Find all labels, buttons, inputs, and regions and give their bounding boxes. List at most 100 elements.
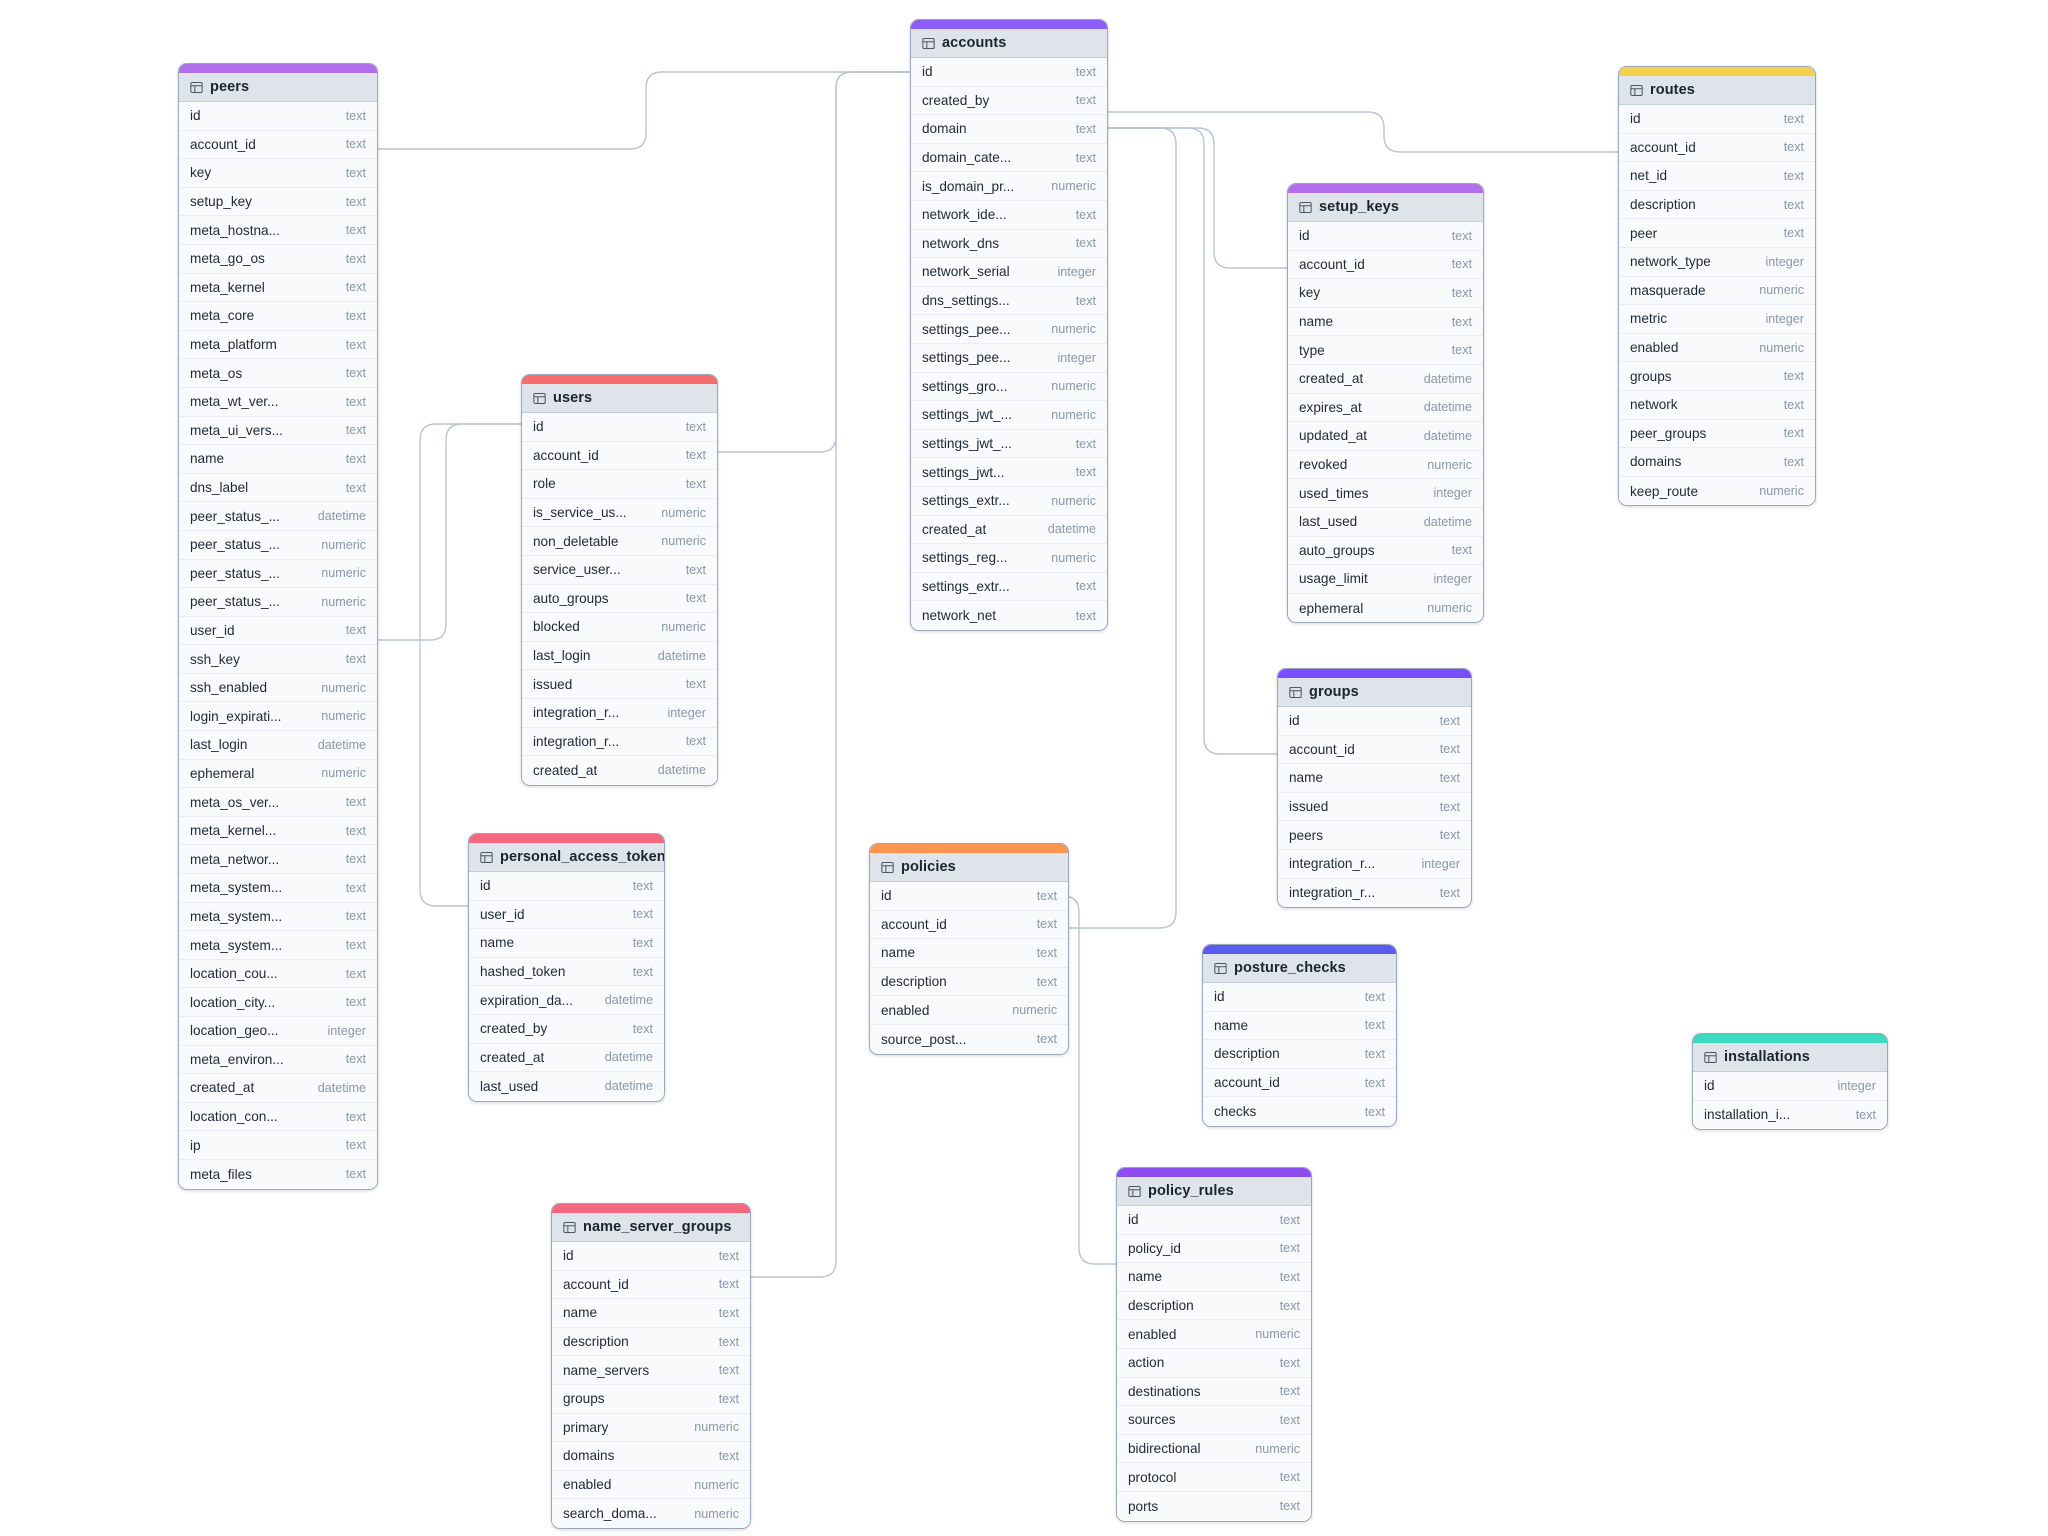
table-header-installations[interactable]: installations xyxy=(1693,1043,1887,1072)
table-header-policies[interactable]: policies xyxy=(870,853,1068,882)
table-column-row[interactable]: integration_r...text xyxy=(1278,878,1471,908)
table-column-row[interactable]: search_doma...numeric xyxy=(552,1499,750,1528)
table-column-row[interactable]: settings_gro...numeric xyxy=(911,372,1107,402)
table-column-row[interactable]: integration_r...integer xyxy=(522,698,717,728)
table-column-row[interactable]: settings_extr...text xyxy=(911,572,1107,602)
table-column-row[interactable]: source_post...text xyxy=(870,1024,1068,1054)
table-column-row[interactable]: location_cou...text xyxy=(179,959,377,989)
table-column-row[interactable]: peer_status_...numeric xyxy=(179,530,377,560)
table-header-posture_checks[interactable]: posture_checks xyxy=(1203,954,1396,983)
table-column-row[interactable]: peer_status_...numeric xyxy=(179,559,377,589)
table-column-row[interactable]: location_city...text xyxy=(179,988,377,1017)
table-column-row[interactable]: meta_system...text xyxy=(179,902,377,932)
table-column-row[interactable]: domain_cate...text xyxy=(911,143,1107,173)
table-column-row[interactable]: settings_pee...numeric xyxy=(911,315,1107,344)
table-column-row[interactable]: expiration_da...datetime xyxy=(469,986,664,1015)
table-column-row[interactable]: dns_settings...text xyxy=(911,286,1107,316)
table-column-row[interactable]: meta_kernel...text xyxy=(179,816,377,846)
table-column-row[interactable]: is_domain_pr...numeric xyxy=(911,172,1107,201)
table-header-peers[interactable]: peers xyxy=(179,73,377,102)
table-column-row[interactable]: integration_r...text xyxy=(522,727,717,757)
table-column-row[interactable]: service_user...text xyxy=(522,555,717,585)
table-column-row[interactable]: integration_r...integer xyxy=(1278,849,1471,879)
table-header-name_server_groups[interactable]: name_server_groups xyxy=(552,1213,750,1242)
table-column-row[interactable]: login_expirati...numeric xyxy=(179,702,377,732)
table-column-row[interactable]: peer_status_...datetime xyxy=(179,502,377,531)
table-column-row[interactable]: network_ide...text xyxy=(911,200,1107,230)
